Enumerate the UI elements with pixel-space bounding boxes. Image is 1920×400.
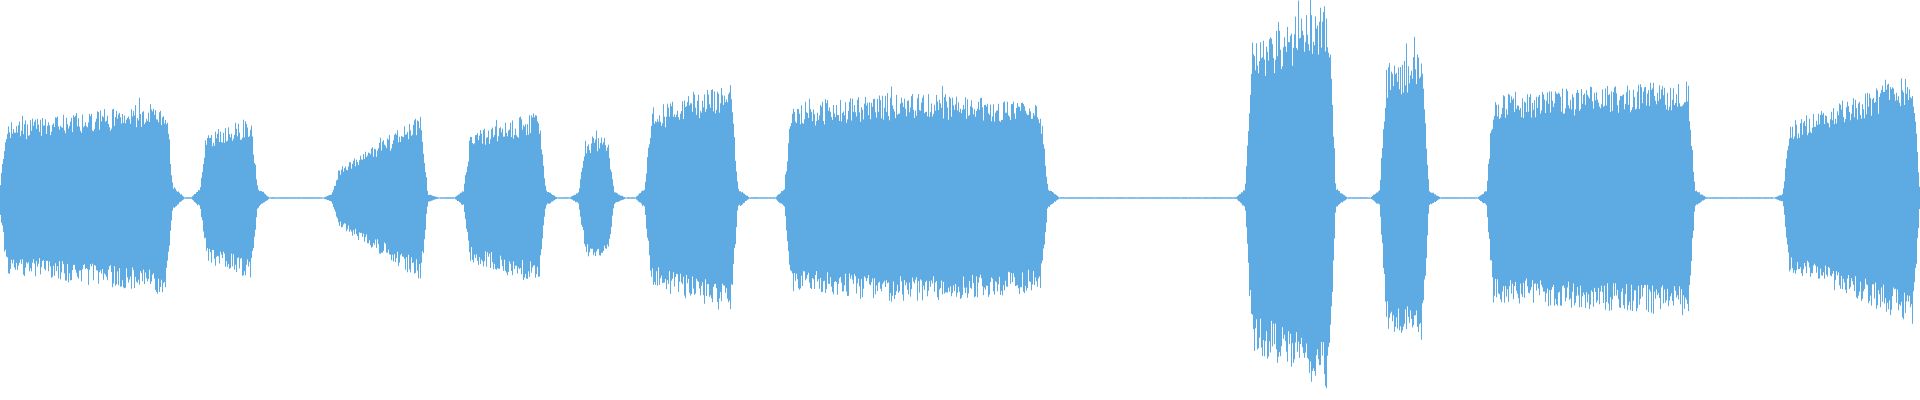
waveform-samples [0,0,1920,389]
waveform-path [0,0,1920,389]
